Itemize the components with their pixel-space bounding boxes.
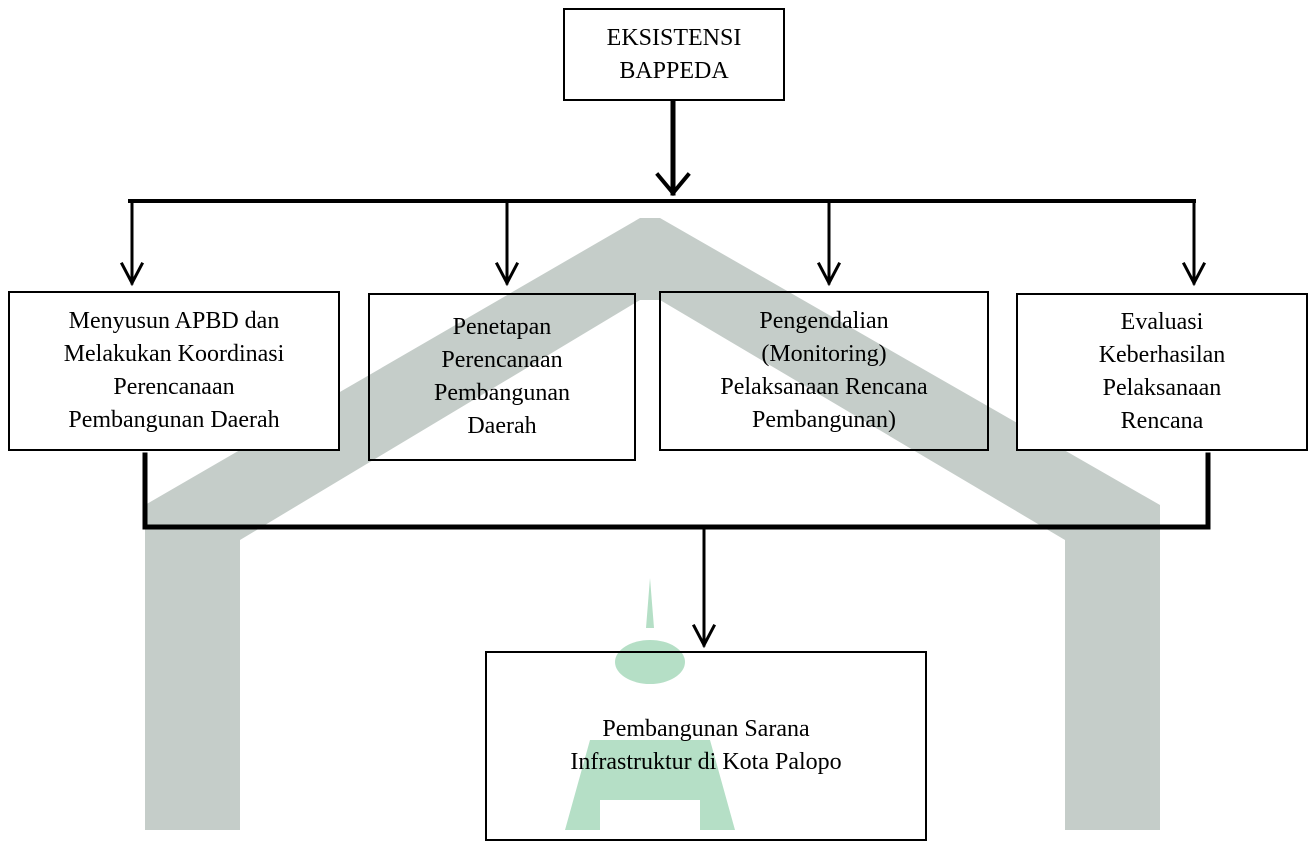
arrowhead-3 — [816, 261, 842, 287]
arrowhead-2 — [494, 261, 520, 287]
arrowhead-root — [655, 172, 691, 197]
function-line: Pengendalian — [759, 308, 889, 334]
function-box-pengendalian: Pengendalian (Monitoring) Pelaksanaan Re… — [659, 291, 989, 451]
function-line: Pembangunan) — [752, 407, 896, 433]
function-box-apbd: Menyusun APBD dan Melakukan Koordinasi P… — [8, 291, 340, 451]
result-line-2: Infrastruktur di Kota Palopo — [570, 749, 842, 775]
function-line: Keberhasilan — [1098, 342, 1226, 368]
arrowhead-4 — [1181, 261, 1207, 287]
watermark-spire — [646, 578, 654, 628]
root-text: EKSISTENSI BAPPEDA — [607, 22, 742, 88]
function-line: Pelaksanaan — [1102, 375, 1222, 401]
root-line-1: EKSISTENSI — [606, 24, 742, 51]
function-line: Pelaksanaan Rencana — [720, 374, 928, 400]
watermark-dome-body — [565, 740, 735, 830]
result-line-1: Pembangunan Sarana — [602, 716, 810, 742]
root-line-2: BAPPEDA — [619, 57, 729, 84]
function-line: (Monitoring) — [761, 341, 887, 367]
function-line: Melakukan Koordinasi — [63, 341, 285, 367]
function-text: Penetapan Perencanaan Pembangunan Daerah — [434, 311, 570, 443]
function-text: Pengendalian (Monitoring) Pelaksanaan Re… — [720, 305, 927, 437]
arrowhead-1 — [119, 261, 145, 287]
function-box-penetapan: Penetapan Perencanaan Pembangunan Daerah — [368, 293, 636, 461]
function-text: Menyusun APBD dan Melakukan Koordinasi P… — [64, 305, 285, 437]
function-text: Evaluasi Keberhasilan Pelaksanaan Rencan… — [1099, 306, 1226, 438]
arrowhead-result — [691, 623, 717, 649]
result-text: Pembangunan Sarana Infrastruktur di Kota… — [570, 713, 841, 779]
function-box-evaluasi: Evaluasi Keberhasilan Pelaksanaan Rencan… — [1016, 293, 1308, 451]
function-line: Pembangunan — [434, 380, 570, 406]
function-line: Perencanaan — [113, 374, 235, 400]
root-box: EKSISTENSI BAPPEDA — [563, 8, 785, 101]
result-box: Pembangunan Sarana Infrastruktur di Kota… — [485, 651, 927, 841]
function-line: Rencana — [1120, 408, 1204, 434]
function-line: Daerah — [467, 413, 537, 439]
watermark-arch — [145, 218, 1160, 830]
function-line: Pembangunan Daerah — [68, 407, 280, 433]
function-line: Menyusun APBD dan — [68, 308, 280, 334]
function-line: Penetapan — [452, 314, 552, 340]
function-line: Evaluasi — [1120, 309, 1204, 335]
function-line: Perencanaan — [441, 347, 563, 373]
watermark-roof — [145, 218, 1160, 830]
